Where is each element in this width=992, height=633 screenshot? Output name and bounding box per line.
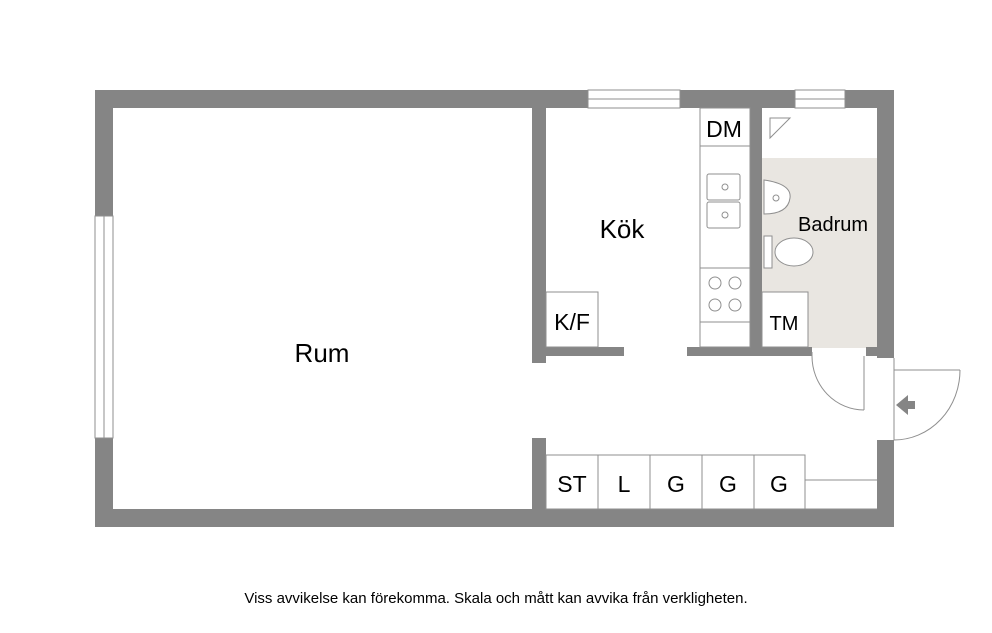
doors: [811, 352, 961, 441]
outer-walls: [95, 90, 894, 527]
disclaimer-text: Viss avvikelse kan förekomma. Skala och …: [244, 590, 748, 607]
bathroom-fixtures: [761, 117, 814, 348]
room-label-kok: Kök: [600, 214, 646, 244]
label-kf: K/F: [554, 309, 590, 335]
kitchen-counter: [699, 107, 751, 348]
label-dm: DM: [706, 116, 742, 142]
interior-walls: [532, 108, 877, 509]
room-label-badrum: Badrum: [798, 214, 868, 236]
windows: [94, 89, 846, 439]
storage-label: L: [618, 471, 631, 497]
room-label-rum: Rum: [295, 338, 350, 368]
storage-label: G: [770, 471, 788, 497]
entrance-arrow-icon: [896, 395, 915, 415]
storage-label: G: [719, 471, 737, 497]
storage-label: G: [667, 471, 685, 497]
storage-closets: [545, 454, 877, 510]
label-tm: TM: [770, 313, 799, 335]
storage-label: ST: [557, 471, 586, 497]
fridge-freezer: [545, 291, 599, 348]
